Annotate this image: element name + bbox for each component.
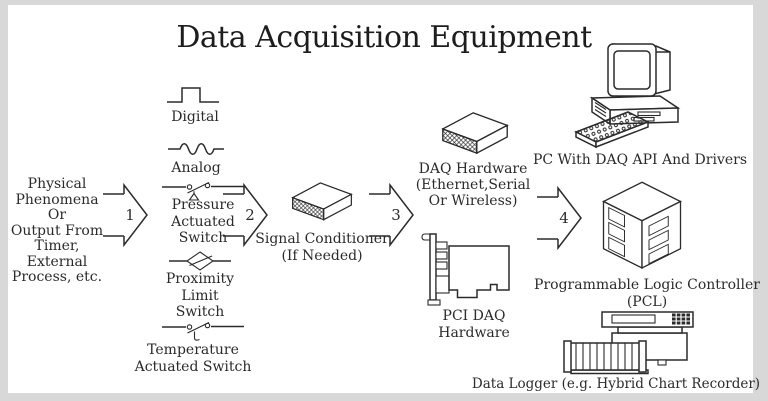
pc-label: PC With DAQ API And Drivers bbox=[532, 152, 748, 168]
pressure-switch-icon bbox=[162, 182, 244, 201]
logger-button-grid bbox=[672, 313, 690, 325]
digital-label: Digital bbox=[171, 109, 219, 125]
digital-signal-icon bbox=[167, 87, 219, 103]
flow-arrow-2-number: 2 bbox=[245, 206, 255, 224]
signal-conditioner-label: Signal Conditioner (If Needed) bbox=[255, 231, 389, 264]
pc-icon bbox=[574, 43, 681, 149]
daq-hardware-label: DAQ Hardware (Ethernet,Serial Or Wireles… bbox=[415, 161, 531, 209]
data-logger-label: Data Logger (e.g. Hybrid Chart Recorder) bbox=[471, 376, 761, 392]
plc-label: Programmable Logic Controller (PCL) bbox=[534, 277, 760, 310]
physical-phenomena-label: Physical Phenomena Or Output From Timer,… bbox=[10, 176, 104, 285]
flow-arrow-3: 3 bbox=[369, 182, 414, 248]
plc-icon bbox=[602, 181, 682, 270]
proximity-switch-icon bbox=[169, 251, 231, 271]
daq-hardware-icon bbox=[441, 112, 509, 155]
analog-label: Analog bbox=[171, 160, 221, 176]
proximity-switch-label: Proximity Limit Switch bbox=[165, 271, 235, 320]
flow-arrow-4: 4 bbox=[537, 185, 582, 251]
temperature-switch-label: Temperature Actuated Switch bbox=[134, 342, 252, 375]
page-title: Data Acquisition Equipment bbox=[176, 20, 592, 55]
signal-conditioner-icon bbox=[291, 182, 353, 221]
pci-card-icon bbox=[421, 233, 510, 306]
flow-arrow-3-number: 3 bbox=[391, 206, 401, 224]
flow-arrow-4-number: 4 bbox=[559, 209, 569, 227]
flow-arrow-2: 2 bbox=[223, 182, 268, 248]
pci-daq-label: PCI DAQ Hardware bbox=[438, 308, 510, 341]
flow-arrow-1-number: 1 bbox=[125, 206, 135, 224]
pressure-switch-label: Pressure Actuated Switch bbox=[171, 197, 235, 246]
analog-signal-icon bbox=[168, 143, 224, 155]
flow-arrow-1: 1 bbox=[103, 182, 148, 248]
data-logger-icon bbox=[563, 311, 694, 375]
temperature-switch-icon bbox=[162, 322, 244, 341]
